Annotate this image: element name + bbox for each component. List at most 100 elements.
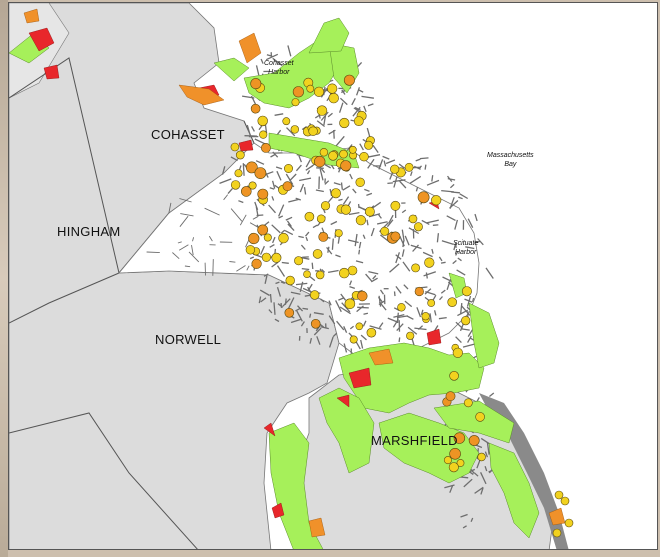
- site-marker: [355, 322, 364, 331]
- site-marker: [283, 164, 293, 174]
- site-marker: [461, 286, 472, 297]
- site-marker: [408, 214, 418, 224]
- site-marker: [245, 161, 258, 174]
- water-label-scituate-harbor: Scituate Harbor: [453, 240, 479, 256]
- site-marker: [328, 151, 338, 161]
- site-marker: [344, 298, 356, 310]
- site-marker: [448, 462, 459, 473]
- site-marker: [308, 126, 318, 136]
- site-marker: [380, 226, 390, 236]
- site-marker: [263, 233, 272, 242]
- site-marker: [271, 252, 282, 263]
- marsh-areas: [9, 17, 540, 549]
- site-marker: [413, 222, 423, 232]
- site-marker: [248, 181, 257, 190]
- site-marker: [348, 145, 357, 154]
- site-marker: [303, 270, 311, 279]
- town-label-norwell: NORWELL: [155, 332, 222, 347]
- site-markers: [230, 74, 574, 538]
- site-marker: [292, 86, 305, 98]
- site-marker: [259, 130, 268, 139]
- town-label-cohasset: COHASSET: [151, 127, 225, 142]
- town-label-hingham: HINGHAM: [57, 224, 121, 239]
- site-marker: [417, 191, 430, 204]
- site-marker: [452, 347, 463, 358]
- site-marker: [312, 249, 323, 259]
- site-marker: [475, 412, 485, 422]
- site-marker: [343, 74, 355, 86]
- site-marker: [397, 303, 406, 312]
- site-marker: [339, 149, 348, 159]
- site-marker: [260, 142, 271, 153]
- site-marker: [282, 117, 291, 126]
- site-marker: [257, 188, 269, 200]
- town-label-marshfield: MARSHFIELD: [371, 433, 458, 448]
- site-marker: [318, 231, 329, 242]
- site-marker: [364, 206, 375, 217]
- site-marker: [254, 167, 267, 179]
- site-marker: [366, 327, 377, 338]
- site-marker: [449, 447, 461, 460]
- map-frame[interactable]: COHASSET HINGHAM NORWELL MARSHFIELD Coha…: [8, 2, 658, 550]
- site-marker: [251, 258, 262, 269]
- site-marker: [349, 335, 358, 344]
- site-marker: [449, 370, 459, 381]
- site-marker: [250, 78, 262, 90]
- site-marker: [445, 391, 456, 402]
- site-marker: [414, 286, 424, 297]
- site-marker: [313, 86, 325, 97]
- site-marker: [285, 275, 295, 286]
- site-marker: [294, 256, 304, 266]
- coastal-map[interactable]: [9, 3, 658, 550]
- medium-risk-areas: [23, 8, 566, 538]
- site-marker: [290, 125, 299, 134]
- site-marker: [230, 180, 241, 190]
- water-label-massachusetts-bay: Massachusetts Bay: [487, 152, 534, 168]
- site-marker: [359, 152, 369, 162]
- site-marker: [235, 150, 245, 160]
- site-marker: [552, 528, 562, 538]
- site-marker: [310, 290, 320, 300]
- site-marker: [421, 312, 430, 321]
- site-marker: [390, 200, 401, 211]
- site-marker: [477, 452, 486, 462]
- site-marker: [334, 229, 343, 238]
- site-marker: [234, 169, 243, 178]
- site-marker: [330, 188, 341, 199]
- site-marker: [353, 116, 364, 126]
- site-marker: [424, 257, 435, 268]
- site-marker: [250, 103, 261, 114]
- site-marker: [316, 105, 328, 116]
- water-label-cohasset-harbor: Cohasset Harbor: [264, 60, 294, 76]
- site-marker: [447, 297, 458, 308]
- site-marker: [461, 316, 471, 326]
- site-marker: [431, 195, 442, 206]
- site-marker: [427, 299, 436, 307]
- site-marker: [340, 160, 352, 172]
- site-marker: [468, 435, 480, 446]
- site-marker: [310, 318, 321, 329]
- site-marker: [411, 263, 420, 273]
- site-marker: [453, 432, 466, 444]
- site-marker: [327, 83, 338, 94]
- window-background: [0, 0, 8, 557]
- site-marker: [328, 92, 339, 104]
- site-marker: [390, 164, 400, 174]
- site-marker: [257, 115, 268, 127]
- site-marker: [320, 201, 331, 211]
- site-marker: [404, 162, 414, 172]
- site-marker: [245, 245, 256, 255]
- site-marker: [304, 211, 315, 222]
- site-marker: [560, 496, 570, 506]
- site-marker: [364, 140, 374, 150]
- site-marker: [316, 214, 326, 224]
- site-marker: [456, 459, 465, 467]
- site-marker: [443, 456, 452, 465]
- site-marker: [357, 290, 368, 302]
- site-marker: [554, 490, 564, 500]
- site-marker: [257, 224, 269, 236]
- site-marker: [355, 177, 365, 188]
- site-marker: [306, 84, 315, 93]
- site-marker: [390, 231, 401, 242]
- site-marker: [355, 215, 367, 226]
